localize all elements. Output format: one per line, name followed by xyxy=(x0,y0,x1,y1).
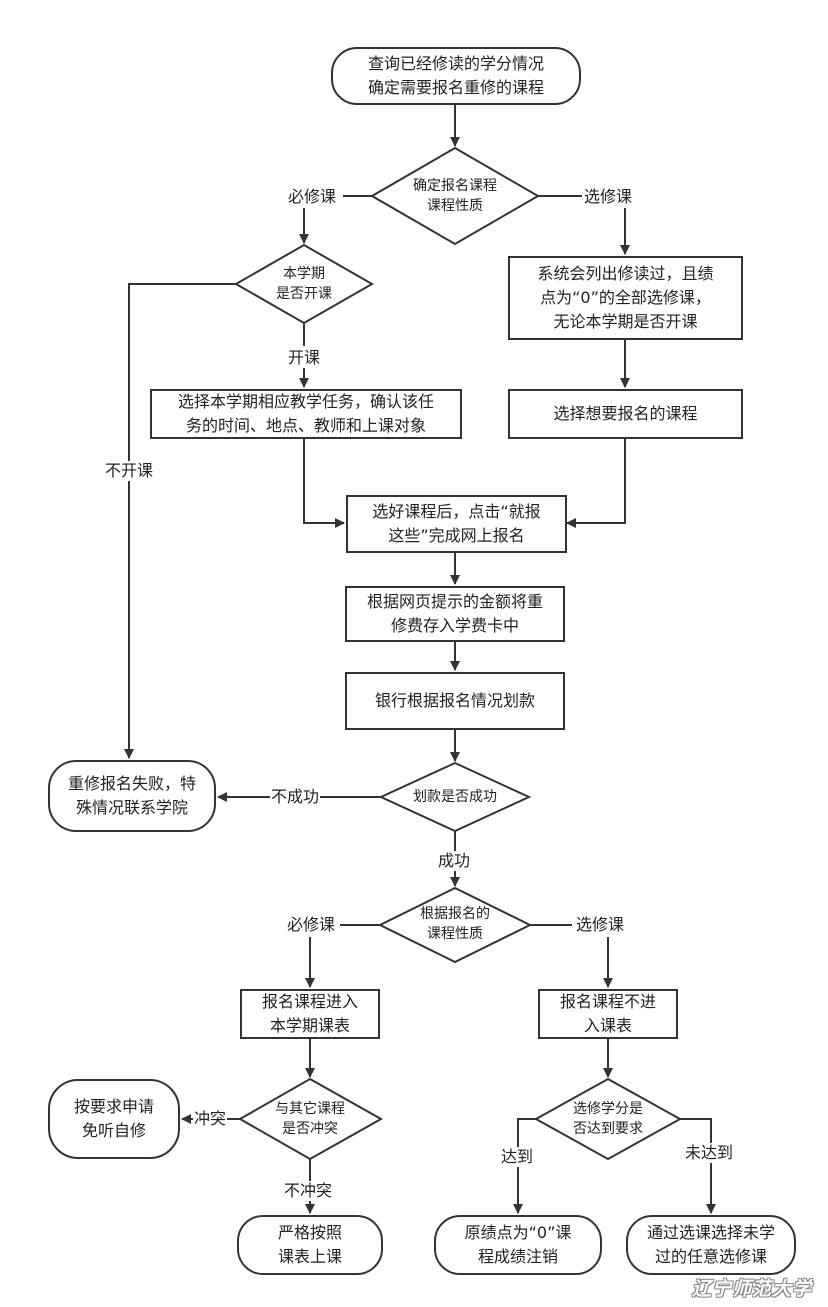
edge-label-elective-2: 选修课 xyxy=(575,915,626,935)
attend-terminal: 严格按照 课表上课 xyxy=(237,1215,383,1275)
edge-label-elective-1: 选修课 xyxy=(583,187,634,207)
start-terminal: 查询已经修读的学分情况 确定需要报名重修的课程 xyxy=(331,47,581,105)
decision-text-semester-open: 本学期 是否开课 xyxy=(276,266,332,302)
edge-credit-reached xyxy=(513,1118,536,1214)
edge-label-reached: 达到 xyxy=(500,1147,535,1167)
decision-text-deduct: 划款是否成功 xyxy=(413,789,497,805)
edge-label-open: 开课 xyxy=(287,348,322,368)
edge-label-not-reached: 未达到 xyxy=(684,1143,735,1163)
decision-diamond-credit xyxy=(533,1077,683,1161)
decision-text-conflict: 与其它课程 是否冲突 xyxy=(275,1101,345,1137)
exempt-terminal: 按要求申请 免听自修 xyxy=(48,1079,180,1159)
edge-label-conflict-no: 不冲突 xyxy=(283,1181,334,1201)
edge-label-not-open: 不开课 xyxy=(104,461,155,481)
edge-label-success: 成功 xyxy=(437,851,472,871)
process-enter-schedule: 报名课程进入 本学期课表 xyxy=(240,989,380,1039)
decision-text-course-type-2: 根据报名的 课程性质 xyxy=(420,906,490,942)
university-watermark: 辽宁师范大学 xyxy=(691,1278,812,1300)
decision-text-course-type: 确定报名课程 课程性质 xyxy=(413,178,497,214)
process-deposit: 根据网页提示的金额将重 修费存入学费卡中 xyxy=(345,586,565,642)
process-submit: 选好课程后，点击“就报 这些”完成网上报名 xyxy=(346,495,567,553)
edge-choose-to-submit xyxy=(566,439,626,528)
decision-diamond-course-type-2 xyxy=(377,886,533,964)
process-not-schedule: 报名课程不进 入课表 xyxy=(538,989,678,1039)
fail-terminal: 重修报名失败，特 殊情况联系学院 xyxy=(48,760,216,832)
cancel-grade-terminal: 原绩点为“0”课 程成绩注销 xyxy=(434,1215,602,1275)
decision-text-credit: 选修学分是 否达到要求 xyxy=(573,1101,643,1137)
edge-label-conflict-yes: 冲突 xyxy=(193,1109,228,1129)
process-choose-task: 选择本学期相应教学任务，确认该任 务的时间、地点、教师和上课对象 xyxy=(150,389,462,439)
edge-label-required-2: 必修课 xyxy=(286,915,337,935)
edge-label-required-1: 必修课 xyxy=(287,187,338,207)
edge-credit-not-reached xyxy=(680,1118,716,1214)
edge-task-to-submit xyxy=(303,439,345,528)
edge-semester-not-open xyxy=(124,283,236,759)
process-bank: 银行根据报名情况划款 xyxy=(345,672,565,730)
edge-label-not-success: 不成功 xyxy=(270,787,321,807)
process-elective-list: 系统会列出修读过，且绩 点为“0”的全部选修课， 无论本学期是否开课 xyxy=(508,256,743,340)
choose-other-terminal: 通过选课选择未学 过的任意选修课 xyxy=(626,1215,796,1275)
process-choose-course: 选择想要报名的课程 xyxy=(508,389,743,439)
decision-diamond-course-type xyxy=(370,146,540,246)
